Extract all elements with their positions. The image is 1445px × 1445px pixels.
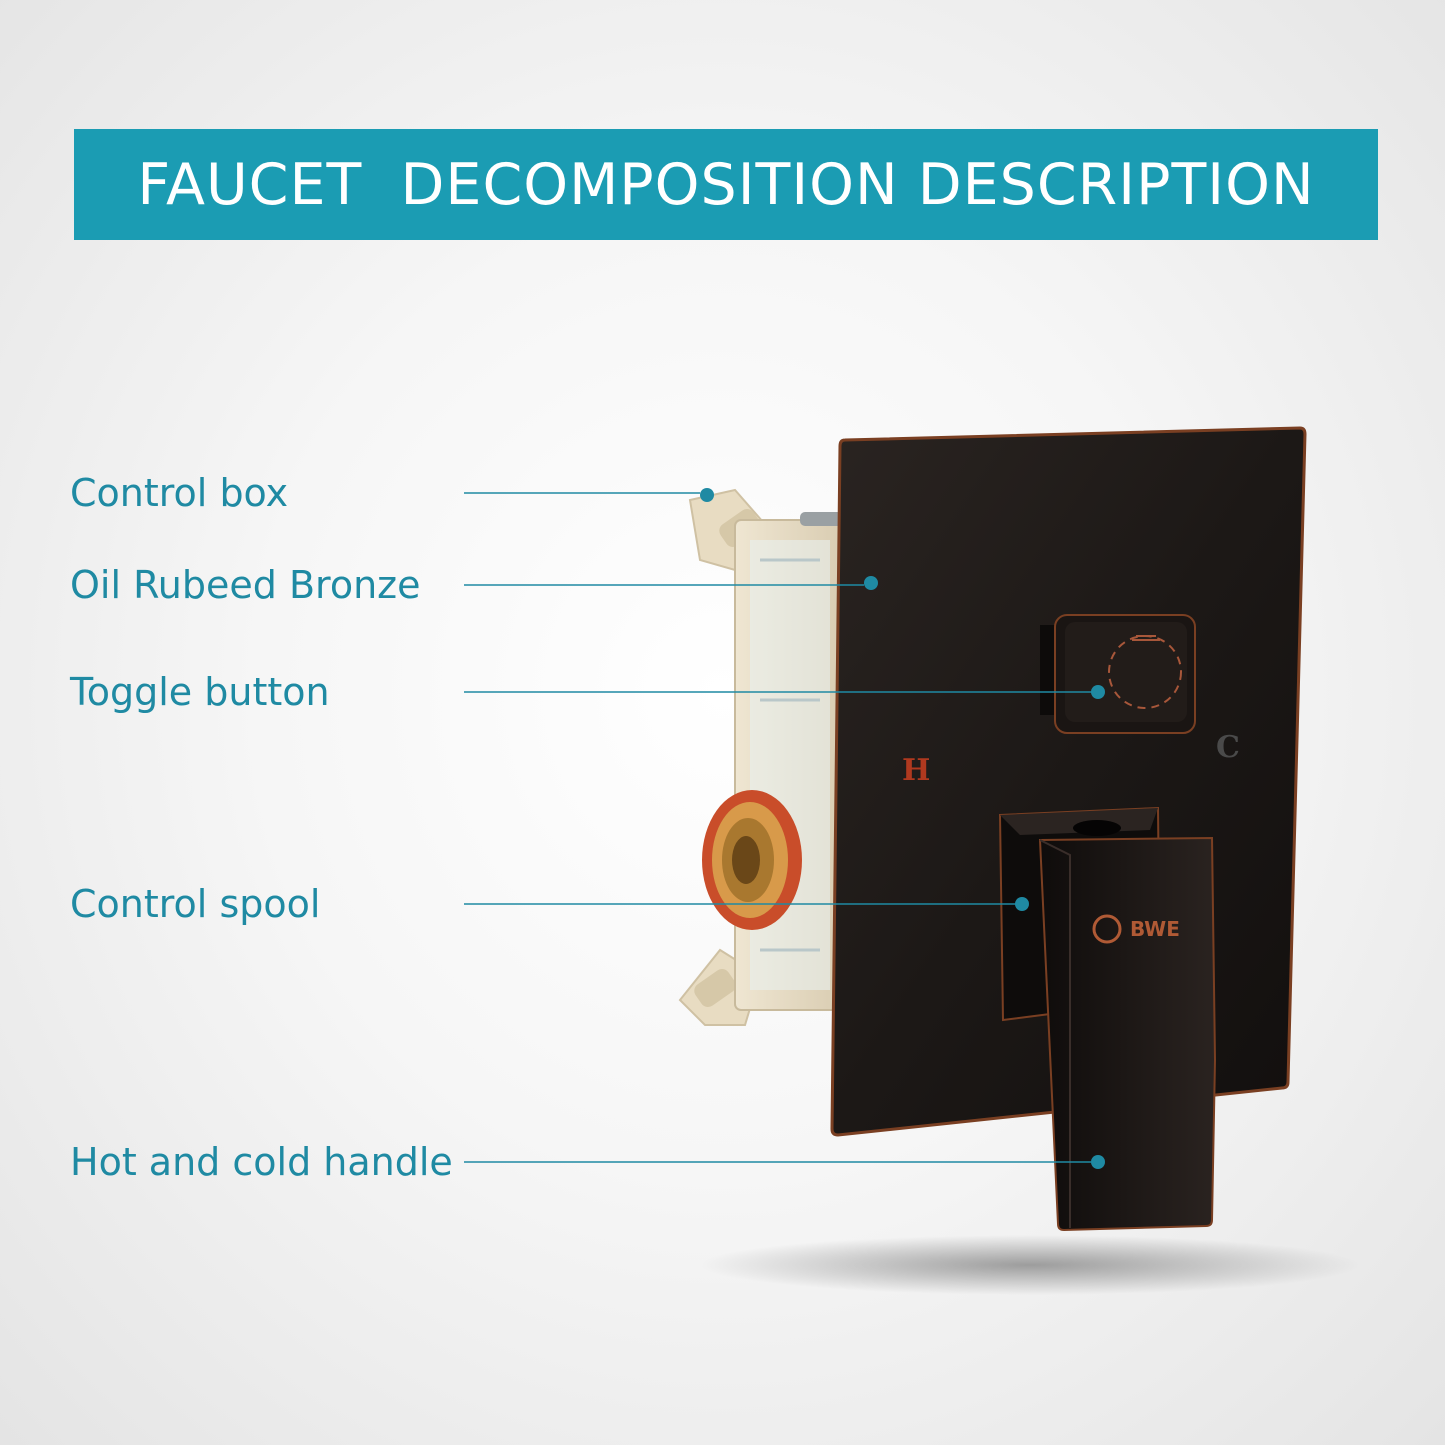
callout-oil-rubbed-bronze: [464, 576, 878, 590]
hot-cold-handle-lever: BWE: [1038, 836, 1217, 1232]
banner-title: FAUCET DECOMPOSITION DESCRIPTION: [137, 151, 1315, 218]
toggle-button-knob: [1040, 614, 1196, 734]
label-control-box: Control box: [70, 471, 289, 515]
label-hot-cold-handle: Hot and cold handle: [70, 1140, 453, 1184]
control-box-housing: [678, 488, 846, 1026]
label-control-spool: Control spool: [70, 882, 321, 926]
callout-toggle-button: [464, 685, 1105, 699]
label-toggle-button: Toggle button: [70, 670, 330, 714]
callout-control-box: [464, 488, 714, 502]
hot-mark: H: [902, 753, 930, 788]
brass-inlet: [702, 790, 802, 930]
label-oil-rubbed-bronze: Oil Rubeed Bronze: [70, 563, 421, 607]
brand-logo-text: BWE: [1130, 917, 1180, 941]
callout-hot-cold-handle: [464, 1155, 1105, 1169]
shadow: [700, 1235, 1360, 1295]
cold-mark: C: [1216, 730, 1240, 765]
brand-logo-icon: [1092, 914, 1122, 944]
title-banner: FAUCET DECOMPOSITION DESCRIPTION: [74, 129, 1378, 240]
callout-control-spool: [464, 897, 1029, 911]
